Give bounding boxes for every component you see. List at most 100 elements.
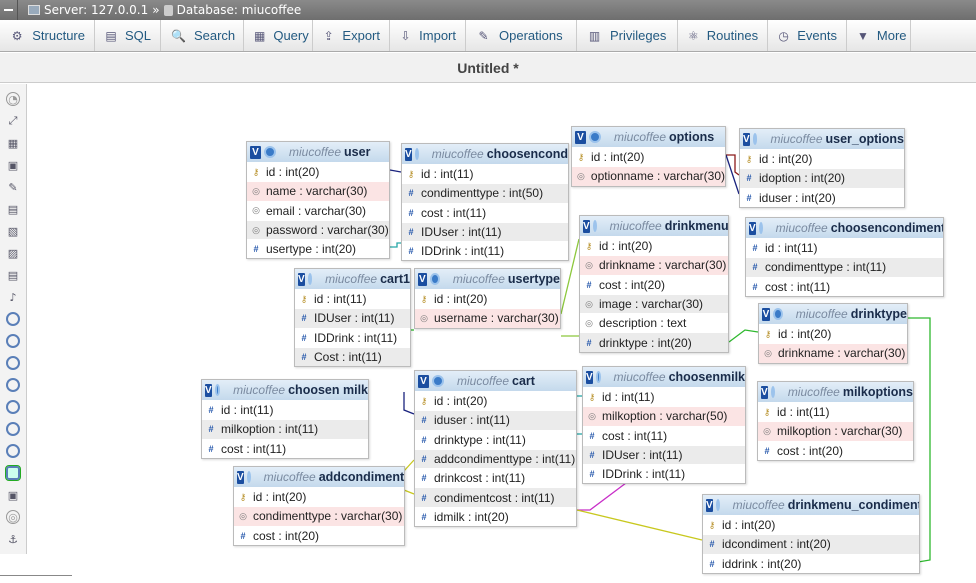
column-row[interactable]: #IDDrink : int(11) [402, 241, 568, 260]
column-row[interactable]: #id : int(11) [746, 238, 943, 257]
add-tables-icon[interactable]: ▦ [7, 136, 19, 150]
table-options-icon[interactable] [770, 386, 775, 398]
column-row[interactable]: ◎password : varchar(30) [247, 219, 389, 240]
build-query-icon[interactable] [5, 465, 21, 481]
column-row[interactable]: #condimentcost : int(11) [415, 487, 576, 507]
show-all-icon[interactable]: ◔ [6, 92, 20, 106]
table-options-icon[interactable] [715, 499, 720, 511]
column-row[interactable]: ⚷id : int(20) [415, 289, 560, 308]
collapse-toggle-icon[interactable]: V [418, 374, 429, 388]
tab-privileges[interactable]: ▥Privileges [577, 20, 678, 51]
tab-routines[interactable]: ⚛Routines [678, 20, 768, 51]
column-row[interactable]: ◎email : varchar(30) [247, 200, 389, 220]
column-row[interactable]: #Cost : int(11) [295, 346, 410, 367]
column-row[interactable]: #condimenttype : int(50) [402, 183, 568, 203]
column-row[interactable]: ◎name : varchar(30) [247, 181, 389, 201]
column-row[interactable]: #usertype : int(20) [247, 239, 389, 258]
table-options-icon[interactable] [752, 133, 758, 145]
table-options-icon[interactable] [772, 308, 783, 320]
column-row[interactable]: #cost : int(11) [202, 438, 368, 458]
column-row[interactable]: ⚷id : int(20) [415, 391, 576, 410]
collapse-toggle-icon[interactable]: V [761, 385, 768, 399]
column-row[interactable]: #id : int(11) [202, 400, 368, 419]
collapse-toggle-icon[interactable]: V [237, 470, 244, 484]
column-row[interactable]: #cost : int(11) [746, 276, 943, 296]
column-row[interactable]: ◎description : text [580, 313, 728, 332]
column-row[interactable]: #IDUser : int(11) [583, 444, 745, 465]
table-options-icon[interactable] [307, 273, 313, 285]
column-row[interactable]: #iddrink : int(20) [703, 553, 919, 573]
edit-page-icon[interactable]: ✎ [8, 180, 18, 194]
breadcrumb-database[interactable]: Database: miucoffee [176, 3, 302, 17]
view-schema-icon[interactable]: ▤ [7, 268, 19, 282]
collapse-toggle-icon[interactable]: V [762, 307, 770, 321]
collapse-toggle-icon[interactable]: V [743, 132, 750, 146]
collapse-toggle-icon[interactable]: V [205, 383, 212, 397]
new-page-icon[interactable]: ▣ [7, 158, 19, 172]
create-relation-icon[interactable]: ♪ [9, 290, 17, 304]
toggle-relation-lines-icon[interactable] [6, 378, 20, 392]
column-row[interactable]: #iduser : int(11) [415, 410, 576, 430]
move-menu-icon[interactable] [6, 422, 20, 436]
column-row[interactable]: ⚷id : int(20) [234, 487, 404, 506]
column-row[interactable]: #idcondiment : int(20) [703, 534, 919, 554]
tab-events[interactable]: ◷Events [768, 20, 847, 51]
column-row[interactable]: ⚷id : int(20) [703, 515, 919, 534]
collapse-toggle-icon[interactable]: V [418, 272, 427, 286]
table-options-icon[interactable] [592, 220, 597, 232]
column-row[interactable]: #drinktype : int(20) [580, 332, 728, 352]
table-options-icon[interactable] [246, 471, 251, 483]
column-row[interactable]: ⚷id : int(20) [740, 149, 904, 168]
column-row[interactable]: #milkoption : int(11) [202, 419, 368, 439]
angular-links-icon[interactable] [6, 312, 20, 326]
small-big-all-icon[interactable]: ◎ [6, 510, 20, 524]
column-row[interactable]: #idmilk : int(20) [415, 506, 576, 526]
column-row[interactable]: #drinktype : int(11) [415, 429, 576, 449]
tab-structure[interactable]: ⚙Structure [0, 20, 95, 51]
collapse-toggle-icon[interactable]: V [586, 370, 593, 384]
tab-import[interactable]: ⇩Import [390, 20, 466, 51]
column-row[interactable]: ⚷id : int(11) [758, 402, 913, 421]
save-page-icon[interactable]: ▤ [7, 202, 19, 216]
column-row[interactable]: #IDDrink : int(11) [295, 327, 410, 347]
collapse-toggle-icon[interactable]: V [706, 498, 713, 512]
column-row[interactable]: #cost : int(20) [234, 525, 404, 545]
column-row[interactable]: #IDUser : int(11) [295, 308, 410, 328]
tab-export[interactable]: ⇪Export [313, 20, 390, 51]
column-row[interactable]: ◎milkoption : varchar(30) [758, 421, 913, 441]
column-row[interactable]: ◎drinkname : varchar(30) [580, 255, 728, 275]
column-row[interactable]: ◎image : varchar(30) [580, 293, 728, 314]
column-row[interactable]: #condimenttype : int(11) [746, 257, 943, 277]
column-row[interactable]: ⚷id : int(20) [759, 324, 907, 343]
table-options-icon[interactable] [595, 371, 601, 383]
anchor-icon[interactable]: ⚓ [8, 532, 18, 546]
breadcrumb-server[interactable]: Server: 127.0.0.1 [44, 3, 149, 17]
table-options-icon[interactable] [429, 273, 440, 285]
table-options-icon[interactable] [758, 222, 763, 234]
collapse-toggle-icon[interactable]: V [250, 145, 261, 159]
column-row[interactable]: #idoption : int(20) [740, 168, 904, 188]
column-row[interactable]: ⚷id : int(11) [295, 289, 410, 308]
tab-sql[interactable]: ▤SQL [95, 20, 161, 51]
collapse-toggle-icon[interactable]: V [583, 219, 590, 233]
